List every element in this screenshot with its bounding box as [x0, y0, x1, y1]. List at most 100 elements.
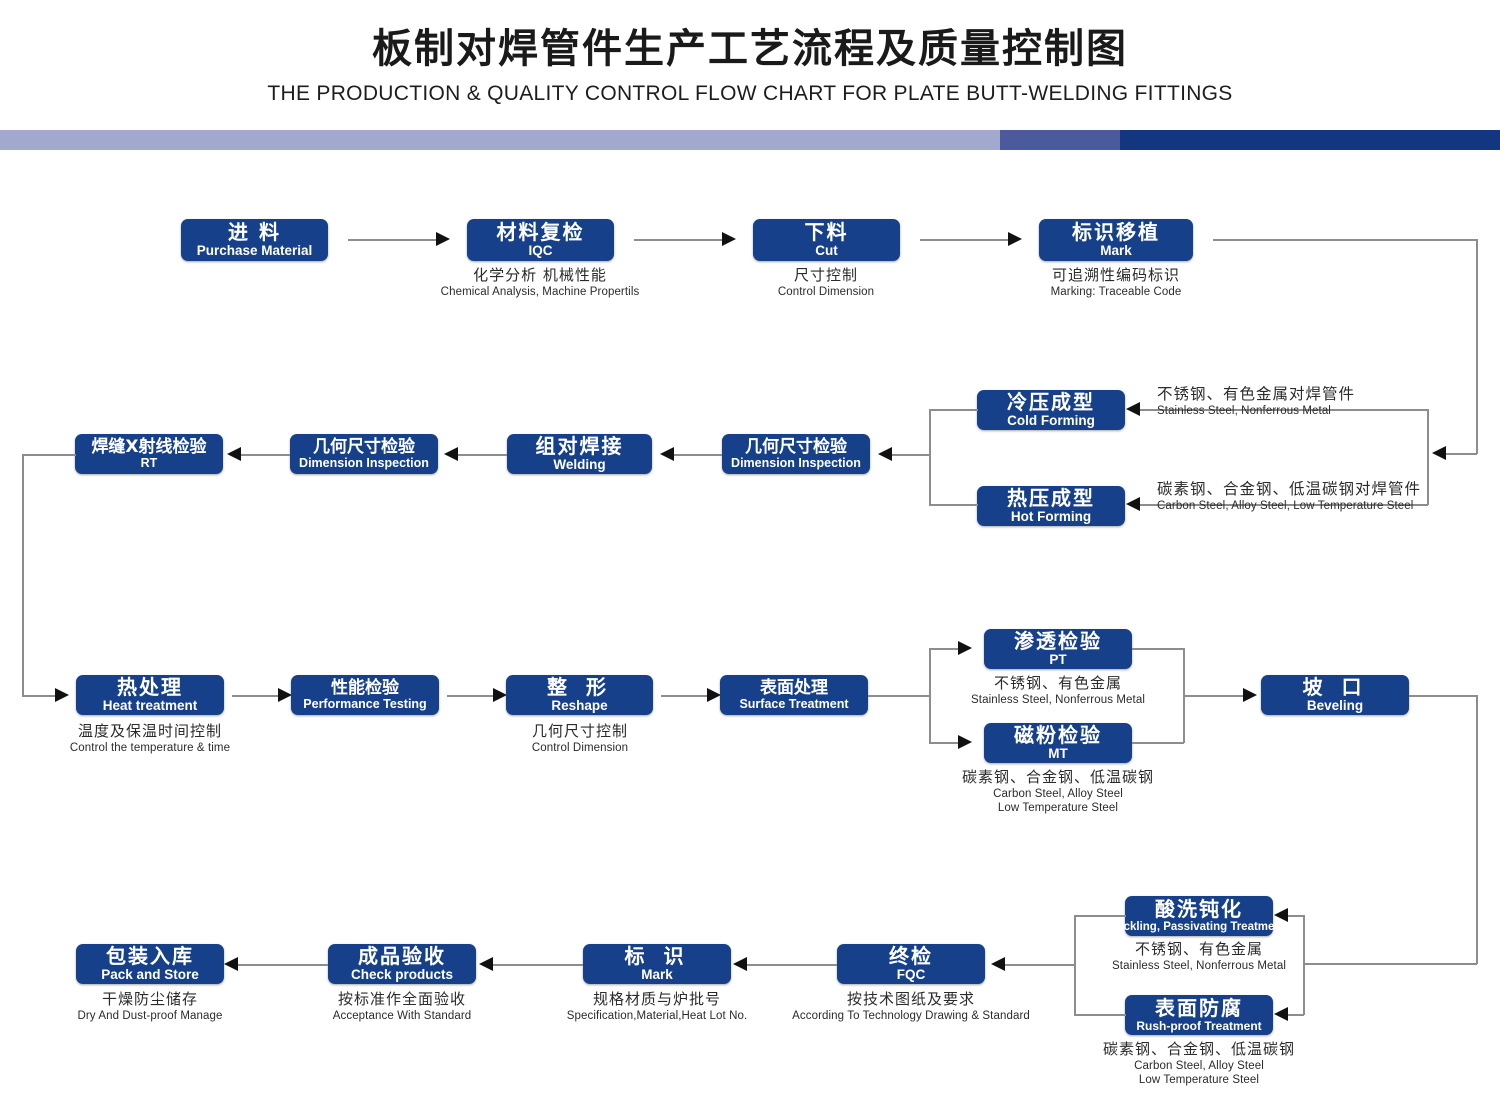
node-label-en: Pack and Store: [101, 966, 199, 982]
caption-hot-forming-material: 碳素钢、合金钢、低温碳钢对焊管件 Carbon Steel, Alloy Ste…: [1157, 480, 1421, 513]
node-performance-testing[interactable]: 性能检验 Performance Testing: [291, 675, 439, 715]
node-label-en: MT: [1048, 745, 1068, 761]
forming-split-to-cold: [1140, 409, 1428, 411]
node-label-cn: 进 料: [228, 219, 281, 244]
caption-cold-forming-material: 不锈钢、有色金属对焊管件 Stainless Steel, Nonferrous…: [1157, 385, 1355, 418]
connector-heat-to-perf: [232, 695, 282, 697]
node-label-en: FQC: [896, 966, 926, 982]
connector-bevel-down: [1476, 695, 1478, 964]
node-label-cn: 渗透检验: [1014, 628, 1102, 653]
arrow-right-icon: [1243, 688, 1257, 702]
arrow-right-icon: [958, 641, 972, 655]
node-reshape[interactable]: 整 形 Reshape: [506, 675, 653, 715]
caption-en: Carbon Steel, Alloy Steel: [1134, 1059, 1264, 1072]
anticorrosion-merge-from-pickling: [1074, 915, 1126, 917]
forming-split-to-hot: [1140, 504, 1428, 506]
arrow-left-icon: [991, 957, 1005, 971]
node-dimension-inspection-1[interactable]: 几何尺寸检验 Dimension Inspection: [290, 434, 438, 474]
arrow-left-icon: [1274, 1007, 1288, 1021]
node-purchase-material[interactable]: 进 料 Purchase Material: [181, 219, 328, 261]
node-welding[interactable]: 组对焊接 Welding: [507, 434, 652, 474]
caption-cn: 不锈钢、有色金属: [1134, 940, 1263, 958]
node-label-en: Heat treatment: [102, 697, 198, 713]
caption-cn: 不锈钢、有色金属对焊管件: [1157, 385, 1356, 403]
node-label-en: Mark: [1100, 242, 1132, 258]
node-label-en: Dimension Inspection: [731, 455, 861, 470]
connector-bevel-to-anticorrosion: [1303, 963, 1477, 965]
caption-iqc: 化学分析 机械性能 Chemical Analysis, Machine Pro…: [441, 266, 640, 299]
ndt-merge-from-pt: [1132, 648, 1184, 650]
node-iqc[interactable]: 材料复检 IQC: [467, 219, 614, 261]
page-title-cn: 板制对焊管件生产工艺流程及质量控制图: [372, 26, 1128, 72]
caption-cn: 干燥防尘储存: [101, 990, 199, 1008]
node-label-en: Welding: [553, 456, 606, 472]
node-label-en: Check products: [350, 966, 454, 982]
node-label-cn: 坡 口: [1302, 674, 1368, 699]
node-label-cn: 酸洗钝化: [1155, 896, 1243, 921]
node-label-cn: 磁粉检验: [1014, 722, 1102, 747]
node-label-cn: 几何尺寸检验: [745, 436, 847, 457]
node-surface-treatment[interactable]: 表面处理 Surface Treatment: [720, 675, 868, 715]
connector-rt-left: [22, 454, 76, 456]
forming-split-bracket-vertical: [1427, 409, 1429, 505]
caption-cn: 按技术图纸及要求: [846, 990, 975, 1008]
page-title-en: THE PRODUCTION & QUALITY CONTROL FLOW CH…: [267, 82, 1233, 105]
node-cold-forming[interactable]: 冷压成型 Cold Forming: [977, 390, 1125, 430]
node-label-cn: 冷压成型: [1007, 389, 1095, 414]
node-label-cn: 焊缝X射线检验: [91, 436, 207, 457]
node-cut[interactable]: 下料 Cut: [753, 219, 900, 261]
caption-mark-final: 规格材质与炉批号 Specification,Material,Heat Lot…: [567, 990, 748, 1023]
anticorrosion-split-to-pickling: [1287, 915, 1304, 917]
caption-en-2: Low Temperature Steel: [1138, 1073, 1260, 1086]
caption-cn: 化学分析 机械性能: [473, 266, 607, 284]
node-label-cn: 标识移植: [1072, 219, 1160, 244]
node-mt-inspection[interactable]: 磁粉检验 MT: [984, 723, 1132, 763]
arrow-left-icon: [444, 447, 458, 461]
caption-cn: 碳素钢、合金钢、低温碳钢对焊管件: [1157, 480, 1422, 498]
node-hot-forming[interactable]: 热压成型 Hot Forming: [977, 486, 1125, 526]
node-check-products[interactable]: 成品验收 Check products: [328, 944, 476, 984]
caption-pickling-material: 不锈钢、有色金属 Stainless Steel, Nonferrous Met…: [1112, 940, 1286, 973]
caption-en: Specification,Material,Heat Lot No.: [566, 1009, 748, 1022]
caption-en: According To Technology Drawing & Standa…: [792, 1009, 1030, 1022]
node-pickling-passivating[interactable]: 酸洗钝化 Pickling, Passivating Treatment: [1113, 896, 1285, 936]
node-rt-inspection[interactable]: 焊缝X射线检验 RT: [75, 434, 223, 474]
caption-rushproof-material: 碳素钢、合金钢、低温碳钢 Carbon Steel, Alloy Steel L…: [1103, 1040, 1295, 1087]
connector-purchase-to-iqc: [348, 239, 438, 241]
caption-en: Chemical Analysis, Machine Propertils: [440, 285, 640, 298]
ndt-split-bracket-vertical: [929, 648, 931, 743]
forming-merge-from-cold: [929, 409, 978, 411]
node-label-cn: 成品验收: [358, 943, 446, 968]
node-fqc[interactable]: 终检 FQC: [837, 944, 985, 984]
arrow-left-icon: [227, 447, 241, 461]
caption-en-2: Low Temperature Steel: [997, 801, 1119, 814]
node-label-cn: 标 识: [624, 943, 690, 968]
caption-en: Carbon Steel, Alloy Steel: [993, 787, 1123, 800]
node-pt-inspection[interactable]: 渗透检验 PT: [984, 629, 1132, 669]
arrow-left-icon: [224, 957, 238, 971]
connector-left-wrap-vertical: [22, 454, 24, 695]
node-beveling[interactable]: 坡 口 Beveling: [1261, 675, 1409, 715]
connector-check-to-pack: [236, 964, 328, 966]
node-label-en: Cold Forming: [1007, 412, 1095, 428]
node-label-cn: 下料: [804, 219, 849, 244]
node-dimension-inspection-2[interactable]: 几何尺寸检验 Dimension Inspection: [722, 434, 870, 474]
caption-en: Stainless Steel, Nonferrous Metal: [971, 693, 1145, 706]
node-pack-and-store[interactable]: 包装入库 Pack and Store: [76, 944, 224, 984]
arrow-right-icon: [707, 688, 721, 702]
arrow-right-icon: [436, 232, 450, 246]
connector-mark-to-forming-bottom: [1446, 453, 1477, 455]
node-label-en: Dimension Inspection: [299, 455, 429, 470]
caption-cn: 碳素钢、合金钢、低温碳钢: [961, 768, 1155, 786]
caption-pack-and-store: 干燥防尘储存 Dry And Dust-proof Manage: [77, 990, 222, 1023]
arrow-left-icon: [660, 447, 674, 461]
connector-reshape-to-surface: [661, 695, 711, 697]
node-label-cn: 几何尺寸检验: [313, 436, 415, 457]
node-heat-treatment[interactable]: 热处理 Heat treatment: [76, 675, 224, 715]
node-mark-transplant[interactable]: 标识移植 Mark: [1039, 219, 1193, 261]
node-rush-proof-treatment[interactable]: 表面防腐 Rush-proof Treatment: [1125, 995, 1273, 1035]
node-mark-final[interactable]: 标 识 Mark: [583, 944, 731, 984]
node-label-cn: 表面处理: [760, 677, 828, 698]
caption-mt-material: 碳素钢、合金钢、低温碳钢 Carbon Steel, Alloy Steel L…: [962, 768, 1154, 815]
caption-cn: 不锈钢、有色金属: [993, 674, 1122, 692]
